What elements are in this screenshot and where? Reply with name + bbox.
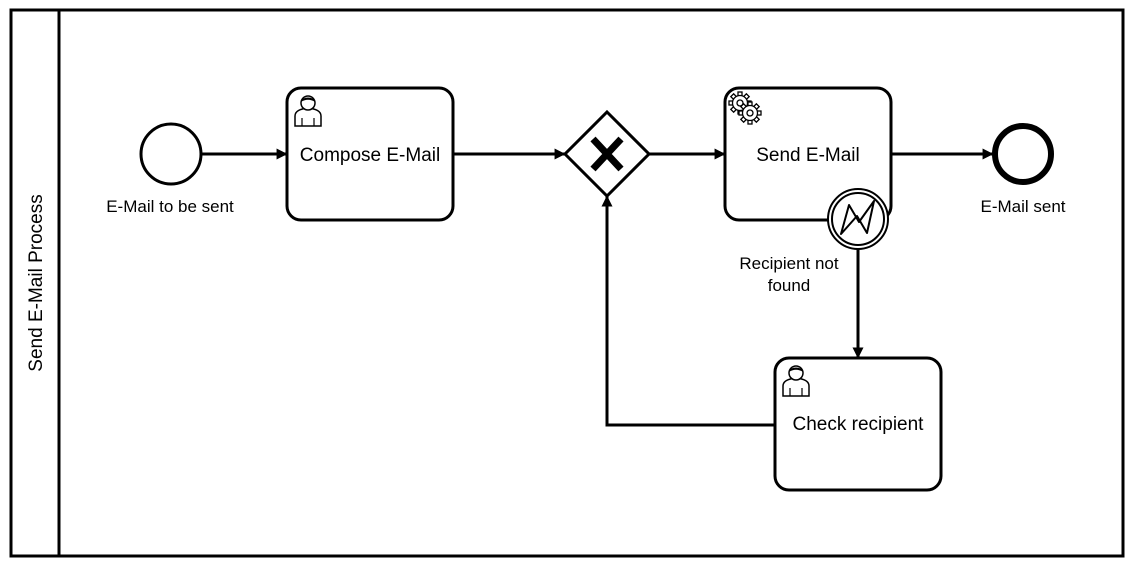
gateway-x-marker <box>590 136 624 172</box>
boundary-error-event[interactable] <box>827 188 889 250</box>
start-event[interactable] <box>139 122 203 186</box>
flow-check-to-gateway[interactable] <box>601 195 775 427</box>
start-event-label: E-Mail to be sent <box>106 197 234 216</box>
end-event-label: E-Mail sent <box>980 197 1065 216</box>
pool-label: Send E-Mail Process <box>26 194 47 371</box>
user-icon <box>294 95 322 127</box>
task-compose-email[interactable]: Compose E-Mail <box>285 86 455 222</box>
task-send-email[interactable]: Send E-Mail <box>723 86 893 222</box>
task-check-recipient[interactable]: Check recipient <box>773 356 943 492</box>
exclusive-gateway[interactable] <box>562 109 652 199</box>
pool[interactable]: Send E-Mail Process <box>9 8 1125 558</box>
sequence-flows <box>201 148 994 427</box>
task-check-recipient-label: Check recipient <box>793 414 925 435</box>
boundary-error-label-line1: Recipient not <box>739 254 839 273</box>
boundary-error-label-line2: found <box>768 276 811 295</box>
gear-icon <box>728 91 762 125</box>
task-compose-email-label: Compose E-Mail <box>300 145 440 166</box>
error-icon <box>840 200 875 235</box>
user-icon <box>782 365 810 397</box>
end-event[interactable] <box>992 123 1054 185</box>
task-send-email-label: Send E-Mail <box>756 145 860 166</box>
